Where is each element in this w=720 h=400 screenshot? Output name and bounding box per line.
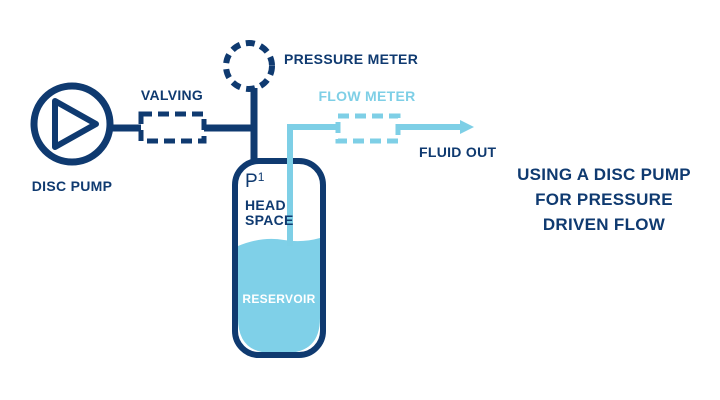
fluid-out-arrow-icon	[460, 120, 474, 134]
reservoir-label: RESERVOIR	[242, 292, 315, 306]
diagram-title: USING A DISC PUMP FOR PRESSURE DRIVEN FL…	[517, 165, 691, 234]
disc-pump-circle	[30, 82, 114, 166]
title-line-1: USING A DISC PUMP	[517, 165, 691, 184]
head-space-label-line1: HEAD	[245, 197, 286, 213]
pressure-meter-label: PRESSURE METER	[284, 51, 418, 67]
pressure-symbol: P1	[245, 170, 265, 192]
disc-pump-label: DISC PUMP	[32, 178, 113, 194]
reservoir-liquid	[238, 238, 320, 353]
title-line-3: DRIVEN FLOW	[543, 215, 666, 234]
pressure-meter-circle	[223, 40, 275, 92]
pressure-symbol-subscript: 1	[258, 170, 265, 184]
disc-pump-triangle-icon	[52, 98, 99, 150]
title-line-2: FOR PRESSURE	[535, 190, 673, 209]
outflow-pipe	[287, 124, 338, 246]
pressure-symbol-letter: P	[245, 171, 258, 192]
flow-meter-box	[335, 113, 401, 144]
reservoir-tank-outline	[232, 158, 326, 358]
disc-pump	[30, 82, 114, 166]
fluid-out-label: FLUID OUT	[419, 144, 497, 160]
flow-meter-label: FLOW METER	[318, 88, 415, 104]
head-space-label-line2: SPACE	[245, 212, 294, 228]
valving-label: VALVING	[141, 87, 203, 103]
valving-box	[138, 111, 207, 144]
